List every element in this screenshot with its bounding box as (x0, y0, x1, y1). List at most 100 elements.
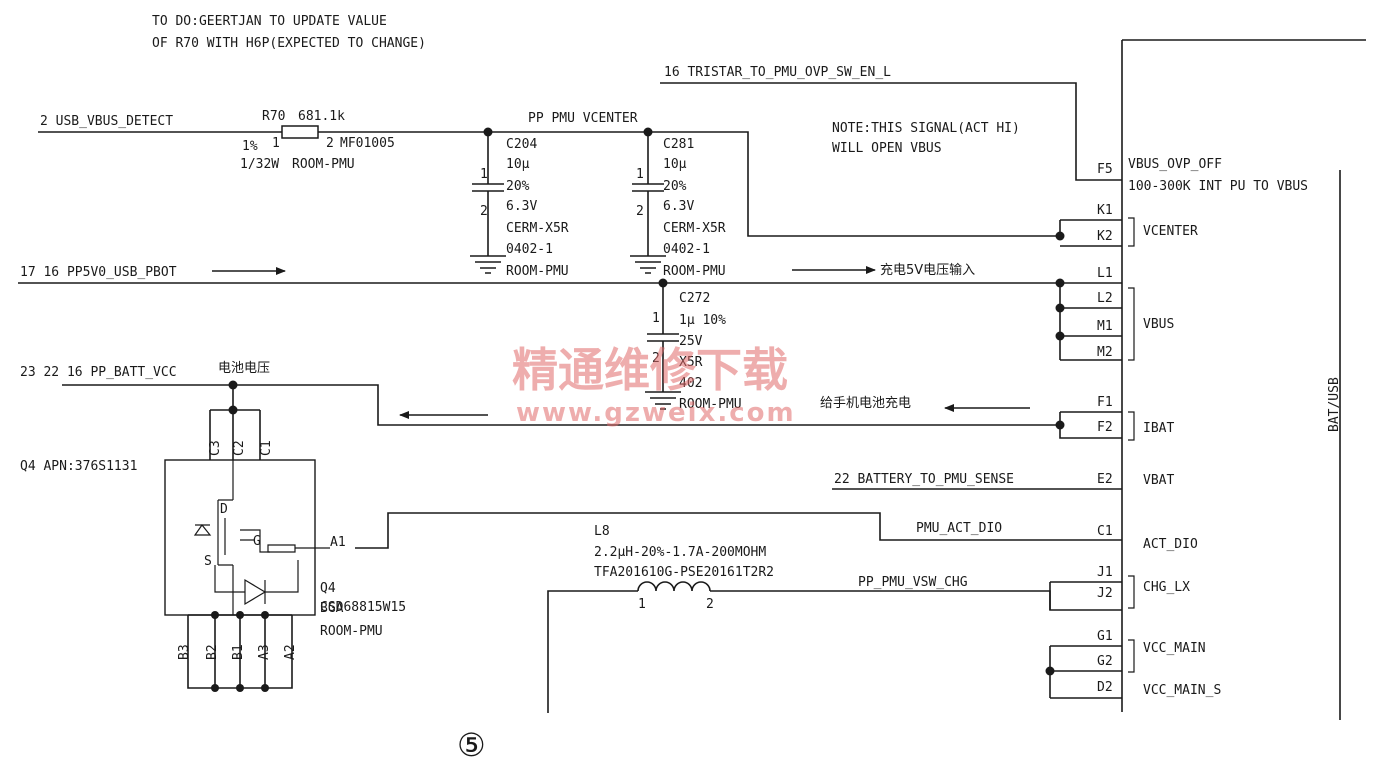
c272-pin1: 1 (652, 311, 660, 326)
q4-source: S (204, 554, 212, 569)
c272-voltage: 25V (679, 334, 703, 349)
c281-pin2: 2 (636, 204, 644, 219)
r70-resistor-symbol (281, 125, 319, 139)
net-pp-pmu-vcenter: PP PMU VCENTER (528, 111, 638, 126)
pmu-pin-f5-name: VBUS_OVP_OFF (1128, 157, 1222, 172)
label-charge-phone-battery: 给手机电池充电 (820, 395, 911, 411)
r70-room: ROOM-PMU (292, 157, 355, 172)
pmu-pin-e2-name: VBAT (1143, 473, 1174, 488)
wire-vbus-detect (38, 131, 1060, 237)
todo-note-line2: OF R70 WITH H6P(EXPECTED TO CHANGE) (152, 36, 426, 51)
net-battery-sense: 22 BATTERY_TO_PMU_SENSE (834, 472, 1014, 487)
c204-dielectric: CERM-X5R (506, 221, 569, 236)
q4-pin-a1: A1 (330, 535, 346, 550)
r70-tolerance: 1% (242, 139, 258, 154)
c281-pin1: 1 (636, 167, 644, 182)
r70-pin1: 1 (272, 136, 280, 151)
c281-package: 0402-1 (663, 242, 710, 257)
net-tristar-ovp: 16 TRISTAR_TO_PMU_OVP_SW_EN_L (664, 65, 891, 80)
pmu-group-chg-lx: CHG_LX (1143, 580, 1190, 595)
wire-tristar-ovp (660, 82, 1122, 181)
q4-mosfet: C3 C2 C1 D S G A1 Q4 CSD68815W15 BGA ROO… (164, 380, 406, 692)
pmu-pin-m2: M2 (1097, 345, 1113, 360)
c204-ref: C204 (506, 137, 537, 152)
pmu-pin-g2-name: VCC_MAIN (1143, 641, 1206, 656)
q4-part: CSD68815W15 (320, 600, 406, 615)
c281-voltage: 6.3V (663, 199, 694, 214)
c281-dielectric: CERM-X5R (663, 221, 726, 236)
q4-ref: Q4 (320, 581, 336, 596)
l8-spec: 2.2µH-20%-1.7A-200MOHM (594, 545, 766, 560)
pmu-pin-g2: G2 (1097, 654, 1113, 669)
net-pp-batt-vcc: 23 22 16 PP_BATT_VCC (20, 365, 177, 380)
c272-dielectric: X5R (679, 355, 703, 370)
c204-pin2: 2 (480, 204, 488, 219)
pmu-pin-f2: F2 (1097, 420, 1113, 435)
pmu-pin-f1: F1 (1097, 395, 1113, 410)
page-number: ⑤ (457, 726, 486, 763)
watermark-cn: 精通维修下载 (512, 343, 788, 397)
todo-note: TO DO:GEERTJAN TO UPDATE VALUE OF R70 WI… (152, 14, 426, 51)
q4-package: BGA (320, 601, 344, 616)
q4-gate: G (253, 534, 261, 549)
pmu-block: BAT/USB F5 VBUS_OVP_OFF 100-300K INT PU … (1045, 39, 1366, 720)
pmu-pin-k2: K2 (1097, 229, 1113, 244)
q4-pin-a2: A2 (283, 644, 298, 660)
ovp-note-line2: WILL OPEN VBUS (832, 141, 942, 156)
l8-pin1: 1 (638, 597, 646, 612)
label-battery-voltage: 电池电压 (218, 361, 270, 376)
pmu-pin-c1: C1 (1097, 524, 1113, 539)
pmu-pin-l1: L1 (1097, 266, 1113, 281)
l8-part: TFA201610G-PSE20161T2R2 (594, 565, 774, 580)
q4-pin-b1: B1 (231, 644, 246, 660)
label-charge-5v-input: 充电5V电压输入 (880, 262, 975, 278)
pmu-pin-k1: K1 (1097, 203, 1113, 218)
net-pp-pmu-vsw: PP_PMU_VSW_CHG (858, 575, 968, 590)
q4-pin-c3: C3 (208, 440, 223, 456)
pmu-pin-m1: M1 (1097, 319, 1113, 334)
pmu-f5-note: 100-300K INT PU TO VBUS (1128, 179, 1308, 194)
pmu-pin-d2: D2 (1097, 680, 1113, 695)
pmu-pin-g1: G1 (1097, 629, 1113, 644)
pmu-pin-f5: F5 (1097, 162, 1113, 177)
l8-ref: L8 (594, 524, 610, 539)
c204-pin1: 1 (480, 167, 488, 182)
c204-tolerance: 20% (506, 179, 530, 194)
r70-ref: R70 (262, 109, 285, 124)
q4-pin-b2: B2 (205, 644, 220, 660)
c272-value: 1µ 10% (679, 313, 726, 328)
c272-package: 402 (679, 376, 702, 391)
c272-pin2: 2 (652, 351, 660, 366)
c281-tolerance: 20% (663, 179, 687, 194)
r70-value: 681.1k (298, 109, 345, 124)
r70-pin2: 2 (326, 136, 334, 151)
c272-room: ROOM-PMU (679, 397, 742, 412)
pmu-block-label: BAT/USB (1327, 377, 1342, 432)
c204-package: 0402-1 (506, 242, 553, 257)
r70-labels: R70 681.1k 1 2 1% MF01005 1/32W ROOM-PMU (240, 109, 395, 172)
pmu-pin-e2: E2 (1097, 472, 1113, 487)
pmu-pin-d2-name: VCC_MAIN_S (1143, 683, 1221, 698)
wire-act-dio (355, 512, 1122, 549)
wire-batt-vcc (62, 384, 1060, 426)
pmu-pin-l2: L2 (1097, 291, 1113, 306)
capacitor-c204: 1 2 C204 10µ 20% 6.3V CERM-X5R 0402-1 RO… (470, 132, 569, 279)
net-pmu-act-dio: PMU_ACT_DIO (916, 521, 1002, 536)
q4-pin-a3: A3 (257, 644, 272, 660)
c272-ref: C272 (679, 291, 710, 306)
c204-voltage: 6.3V (506, 199, 537, 214)
pmu-group-vcenter: VCENTER (1143, 224, 1198, 239)
net-usb-vbus-detect: 2 USB_VBUS_DETECT (40, 114, 173, 129)
capacitor-c281: 1 2 C281 10µ 20% 6.3V CERM-X5R 0402-1 RO… (630, 132, 726, 279)
q4-apn: Q4 APN:376S1131 (20, 459, 137, 474)
ovp-note: NOTE:THIS SIGNAL(ACT HI) WILL OPEN VBUS (832, 121, 1020, 156)
q4-room: ROOM-PMU (320, 624, 383, 639)
net-pp5v0-usb: 17 16 PP5V0_USB_PBOT (20, 265, 177, 280)
q4-pin-b3: B3 (177, 644, 192, 660)
q4-pin-c2: C2 (232, 440, 247, 456)
pmu-pin-j2: J2 (1097, 586, 1113, 601)
q4-pin-c1: C1 (259, 440, 274, 456)
c204-room: ROOM-PMU (506, 264, 569, 279)
capacitor-c272: 1 2 C272 1µ 10% 25V X5R 402 ROOM-PMU (645, 283, 742, 412)
